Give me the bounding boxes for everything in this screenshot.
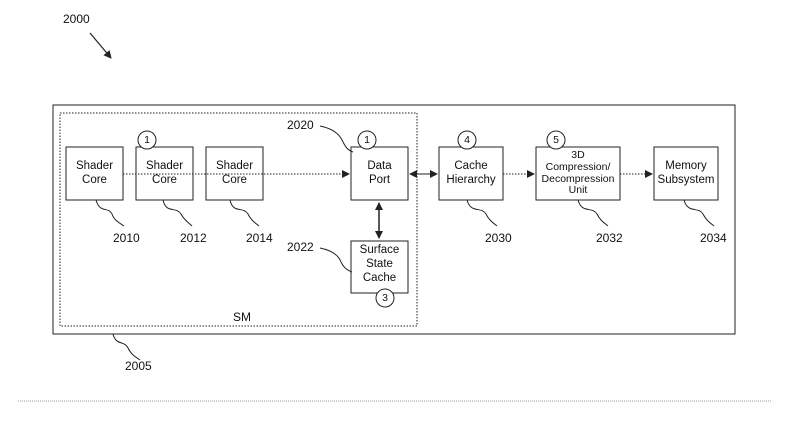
step-number-shader: 1 [144,134,150,146]
sm-boundary [59,112,418,327]
shader-core-1-box [65,146,124,201]
ref-2030: 2030 [485,231,512,245]
data-port-box [350,146,409,201]
ref-2020-leader [319,125,354,153]
ref-2030-leader [466,199,498,227]
step-number-dataport: 1 [364,134,370,146]
ref-2032-leader [577,199,609,227]
step-circle-1-shader [137,130,157,150]
surface-state-cache-box [350,240,409,294]
step-circle-1-dataport [357,130,377,150]
ref-2022-leader [319,247,353,273]
ref-2034-leader [683,199,715,227]
step-circle-3 [375,288,395,308]
step-circle-4 [457,130,477,150]
step-number-compression: 5 [553,134,559,146]
ref-2012: 2012 [180,231,207,245]
memory-subsystem-box [653,146,719,201]
figure-pointer-arrow [89,32,112,59]
ref-2010-leader [95,199,125,227]
cache-hierarchy-box [438,146,504,201]
ref-2014: 2014 [246,231,273,245]
step-circle-5 [546,130,566,150]
step-number-cache-hierarchy: 4 [464,134,470,146]
outer-boundary [52,104,736,335]
outer-box-label: 2005 [125,359,152,373]
ref-2012-leader [162,199,193,227]
3d-compression-box [535,146,621,201]
ref-2010: 2010 [113,231,140,245]
sm-label: SM [233,310,251,324]
ref-2014-leader [229,199,260,227]
figure-label: 2000 [63,12,90,26]
ref-2022: 2022 [287,240,314,254]
ref-2034: 2034 [700,231,727,245]
step-number-surface-cache: 3 [382,292,388,304]
ref-2005-leader [112,333,141,361]
ref-2032: 2032 [596,231,623,245]
ref-2020: 2020 [287,118,314,132]
